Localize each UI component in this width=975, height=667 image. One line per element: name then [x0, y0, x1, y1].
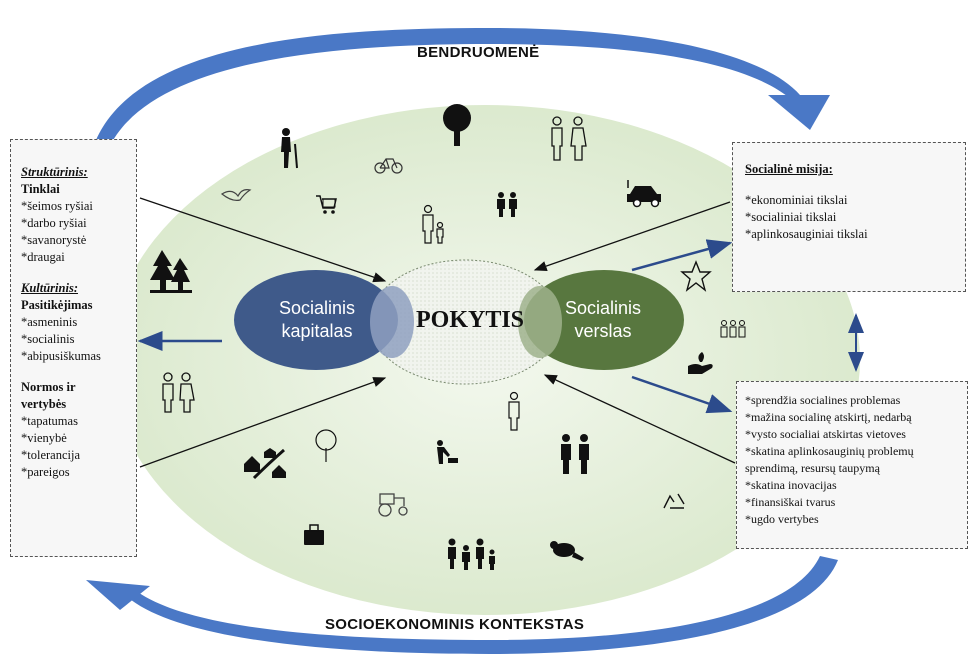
arrow-oval-to-outcomes [631, 375, 733, 414]
section3-sub2: vertybės [21, 397, 67, 411]
right-overlap [518, 286, 562, 358]
person-outline-icon [508, 391, 520, 431]
business-outcomes-box: *sprendžia socialines problemas *mažina … [736, 381, 968, 549]
family-icon [448, 538, 495, 570]
section2-head: Kultūrinis: [21, 281, 78, 295]
section2-item: *asmeninis [21, 315, 78, 329]
parent-child-icon [422, 204, 444, 244]
outcome-item: *skatina aplinkosauginių problemų [745, 444, 914, 458]
section2-item: *socialinis [21, 332, 75, 346]
arrow-oval-to-mission [631, 239, 733, 272]
section3-item: *vienybė [21, 431, 67, 445]
people-pair-icon [497, 192, 517, 217]
gardener-icon [437, 440, 458, 464]
section3-item: *pareigos [21, 465, 70, 479]
left-oval-text: Socialinis kapitalas [262, 297, 372, 343]
section1-head: Struktūrinis: [21, 165, 88, 179]
outcome-item: *ugdo vertybes [745, 512, 819, 526]
section3-sub1: Normos ir [21, 380, 76, 394]
mission-item: *ekonominiai tikslai [745, 193, 848, 207]
bottom-curved-arrow [120, 556, 838, 654]
bottom-label: SOCIOEKONOMINIS KONTEKSTAS [325, 616, 585, 633]
beaver-icon [550, 541, 584, 561]
right-oval-line2: verslas [574, 321, 632, 341]
forest-icon [150, 250, 192, 293]
arrow-righttop-to-center [533, 201, 731, 272]
right-oval [524, 270, 684, 370]
section1-item: *draugai [21, 250, 65, 264]
briefcase-icon [304, 524, 324, 545]
left-overlap [370, 286, 414, 358]
mission-item: *aplinkosauginiai tikslai [745, 227, 868, 241]
village-road-icon [244, 448, 286, 480]
couple-icon [551, 116, 587, 161]
section3-item: *tolerancija [21, 448, 80, 462]
arrow-lefttop-to-center [139, 197, 387, 283]
section1-item: *šeimos ryšiai [21, 199, 93, 213]
tree-icon [443, 104, 471, 146]
section1-sub: Tinklai [21, 182, 60, 196]
outcome-item: *skatina inovacijas [745, 478, 837, 492]
social-mission-box: Socialinė misija: *ekonominiai tikslai *… [732, 142, 966, 292]
hand-plant-icon [688, 352, 713, 374]
mission-item: *socialiniai tikslai [745, 210, 837, 224]
top-curved-arrow [96, 28, 800, 142]
arrow-rightbottom-to-center [543, 374, 736, 464]
recycle-icon [663, 493, 685, 509]
outcome-item: *sprendžia socialines problemas [745, 393, 901, 407]
tractor-icon [378, 493, 408, 517]
electric-car-icon [627, 180, 661, 208]
outcome-item: *finansiškai tvarus [745, 495, 836, 509]
section2-sub: Pasitikėjimas [21, 298, 93, 312]
section3-item: *tapatumas [21, 414, 78, 428]
social-capital-box: Struktūrinis: Tinklai *šeimos ryšiai *da… [10, 139, 137, 557]
arrow-leftbottom-to-center [139, 377, 387, 468]
elderly-person-icon [281, 128, 298, 169]
left-oval-line2: kapitalas [281, 321, 353, 341]
tree-outline-icon [315, 429, 337, 462]
bird-icon [220, 189, 252, 201]
outcome-item: sprendimą, resursų taupymą [745, 461, 880, 475]
right-oval-text: Socialinis verslas [548, 297, 658, 343]
bottom-arrow-head [86, 580, 150, 610]
couple-solid-icon [561, 434, 589, 474]
section1-item: *darbo ryšiai [21, 216, 87, 230]
outcome-item: *mažina socialinę atskirtį, nedarbą [745, 410, 912, 424]
section2-item: *abipusiškumas [21, 349, 101, 363]
mission-head: Socialinė misija: [745, 162, 833, 176]
left-oval [234, 270, 398, 370]
couple-outline-icon [162, 372, 195, 413]
shopping-cart-icon [316, 195, 337, 214]
bicycle-icon [374, 158, 403, 174]
section1-item: *savanorystė [21, 233, 87, 247]
outcome-item: *vysto socialiai atskirtas vietoves [745, 427, 906, 441]
top-arrow-head [768, 95, 830, 130]
group-icon [720, 320, 746, 338]
top-label: BENDRUOMENĖ [417, 44, 540, 61]
center-title: POKYTIS [416, 307, 525, 333]
right-oval-line1: Socialinis [564, 298, 642, 318]
recycle-star-icon [680, 260, 712, 292]
left-oval-line1: Socialinis [278, 298, 356, 318]
